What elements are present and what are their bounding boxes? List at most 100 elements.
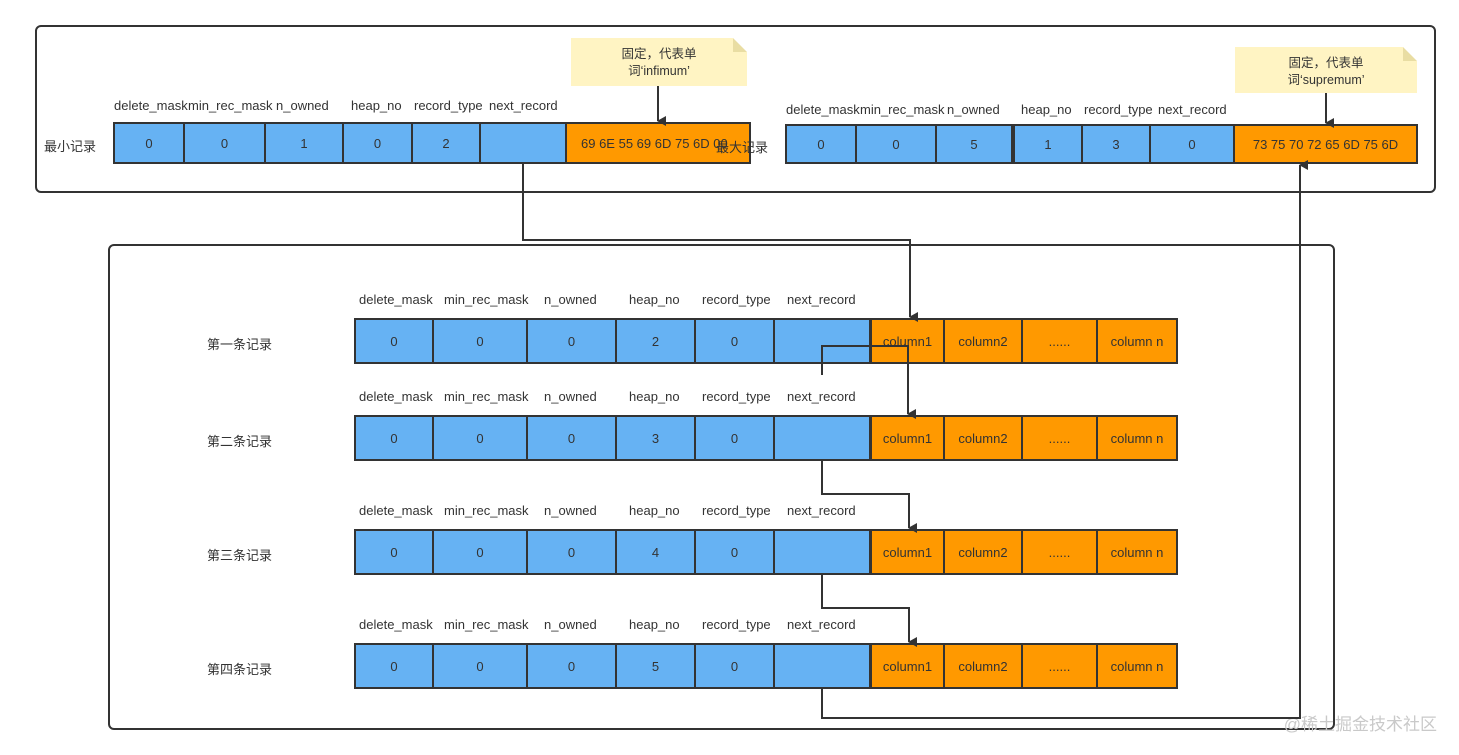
record2-min-rec-mask: 0	[432, 415, 528, 461]
record4-header-next-record: next_record	[787, 617, 856, 632]
record1-next-record	[773, 318, 871, 364]
infimum-header-record-type: record_type	[414, 98, 483, 113]
supremum-note-line1: 固定，代表单	[1288, 56, 1364, 70]
record2-header-n-owned: n_owned	[544, 389, 597, 404]
note-fold-corner	[733, 38, 747, 52]
record3-delete-mask: 0	[354, 529, 434, 575]
record4-header-delete-mask: delete_mask	[359, 617, 433, 632]
record2-column-2: column2	[943, 415, 1023, 461]
supremum-header-n-owned: n_owned	[947, 102, 1000, 117]
record4-column-4: column n	[1096, 643, 1178, 689]
record4-header-n-owned: n_owned	[544, 617, 597, 632]
record3-column-3: ......	[1021, 529, 1098, 575]
infimum-next-record	[479, 122, 567, 164]
record1-header-min-rec-mask: min_rec_mask	[444, 292, 529, 307]
supremum-header-min-rec-mask: min_rec_mask	[860, 102, 945, 117]
supremum-note: 固定，代表单 词‘supremum’	[1235, 47, 1417, 93]
record3-header-n-owned: n_owned	[544, 503, 597, 518]
record1-header-delete-mask: delete_mask	[359, 292, 433, 307]
record2-header-record-type: record_type	[702, 389, 771, 404]
record1-record-type: 0	[694, 318, 775, 364]
record1-column-1: column1	[870, 318, 945, 364]
record4-next-record	[773, 643, 871, 689]
record4-delete-mask: 0	[354, 643, 434, 689]
record4-header-heap-no: heap_no	[629, 617, 680, 632]
infimum-n-owned: 1	[264, 122, 344, 164]
infimum-min-rec-mask: 0	[183, 122, 266, 164]
infimum-payload: 69 6E 55 69 6D 75 6D 00	[565, 122, 751, 164]
supremum-n-owned: 5	[935, 124, 1013, 164]
supremum-label: 最大记录	[716, 140, 769, 155]
supremum-header-heap-no: heap_no	[1021, 102, 1072, 117]
record3-header-delete-mask: delete_mask	[359, 503, 433, 518]
record1-header-n-owned: n_owned	[544, 292, 597, 307]
record1-delete-mask: 0	[354, 318, 434, 364]
infimum-header-heap-no: heap_no	[351, 98, 402, 113]
record4-column-1: column1	[870, 643, 945, 689]
infimum-header-delete-mask: delete_mask	[114, 98, 188, 113]
record2-header-min-rec-mask: min_rec_mask	[444, 389, 529, 404]
supremum-heap-no: 1	[1013, 124, 1083, 164]
record1-column-3: ......	[1021, 318, 1098, 364]
record2-column-3: ......	[1021, 415, 1098, 461]
record1-header-record-type: record_type	[702, 292, 771, 307]
record3-heap-no: 4	[615, 529, 696, 575]
record4-header-record-type: record_type	[702, 617, 771, 632]
record4-column-3: ......	[1021, 643, 1098, 689]
supremum-header-record-type: record_type	[1084, 102, 1153, 117]
record3-header-next-record: next_record	[787, 503, 856, 518]
record2-record-type: 0	[694, 415, 775, 461]
infimum-record-type: 2	[411, 122, 481, 164]
record3-column-2: column2	[943, 529, 1023, 575]
record2-delete-mask: 0	[354, 415, 434, 461]
record1-column-2: column2	[943, 318, 1023, 364]
record1-column-4: column n	[1096, 318, 1178, 364]
record2-header-heap-no: heap_no	[629, 389, 680, 404]
record2-column-4: column n	[1096, 415, 1178, 461]
supremum-note-line2: 词‘supremum’	[1287, 73, 1365, 87]
record2-heap-no: 3	[615, 415, 696, 461]
record1-header-next-record: next_record	[787, 292, 856, 307]
record1-label: 第一条记录	[207, 337, 273, 352]
record3-header-min-rec-mask: min_rec_mask	[444, 503, 529, 518]
infimum-delete-mask: 0	[113, 122, 185, 164]
record1-header-heap-no: heap_no	[629, 292, 680, 307]
infimum-heap-no: 0	[342, 122, 413, 164]
record4-min-rec-mask: 0	[432, 643, 528, 689]
record3-record-type: 0	[694, 529, 775, 575]
supremum-payload: 73 75 70 72 65 6D 75 6D	[1233, 124, 1418, 164]
supremum-next-record: 0	[1149, 124, 1235, 164]
record1-min-rec-mask: 0	[432, 318, 528, 364]
infimum-label: 最小记录	[44, 139, 97, 154]
record2-column-1: column1	[870, 415, 945, 461]
record3-column-1: column1	[870, 529, 945, 575]
record4-heap-no: 5	[615, 643, 696, 689]
record3-n-owned: 0	[526, 529, 617, 575]
supremum-delete-mask: 0	[785, 124, 857, 164]
infimum-note-line2: 词‘infimum’	[628, 64, 690, 78]
infimum-header-n-owned: n_owned	[276, 98, 329, 113]
record3-label: 第三条记录	[207, 548, 273, 563]
supremum-header-delete-mask: delete_mask	[786, 102, 860, 117]
record1-n-owned: 0	[526, 318, 617, 364]
infimum-header-next-record: next_record	[489, 98, 558, 113]
infimum-header-min-rec-mask: min_rec_mask	[188, 98, 273, 113]
record3-min-rec-mask: 0	[432, 529, 528, 575]
record4-column-2: column2	[943, 643, 1023, 689]
record3-header-heap-no: heap_no	[629, 503, 680, 518]
record2-header-delete-mask: delete_mask	[359, 389, 433, 404]
record4-label: 第四条记录	[207, 662, 273, 677]
record2-header-next-record: next_record	[787, 389, 856, 404]
record4-header-min-rec-mask: min_rec_mask	[444, 617, 529, 632]
note-fold-corner	[1403, 47, 1417, 61]
watermark: @稀土掘金技术社区	[1283, 715, 1437, 734]
infimum-note: 固定，代表单 词‘infimum’	[571, 38, 747, 86]
supremum-header-next-record: next_record	[1158, 102, 1227, 117]
supremum-min-rec-mask: 0	[855, 124, 937, 164]
record4-record-type: 0	[694, 643, 775, 689]
record2-label: 第二条记录	[207, 434, 273, 449]
record3-header-record-type: record_type	[702, 503, 771, 518]
record3-column-4: column n	[1096, 529, 1178, 575]
record3-next-record	[773, 529, 871, 575]
infimum-note-line1: 固定，代表单	[621, 47, 697, 61]
